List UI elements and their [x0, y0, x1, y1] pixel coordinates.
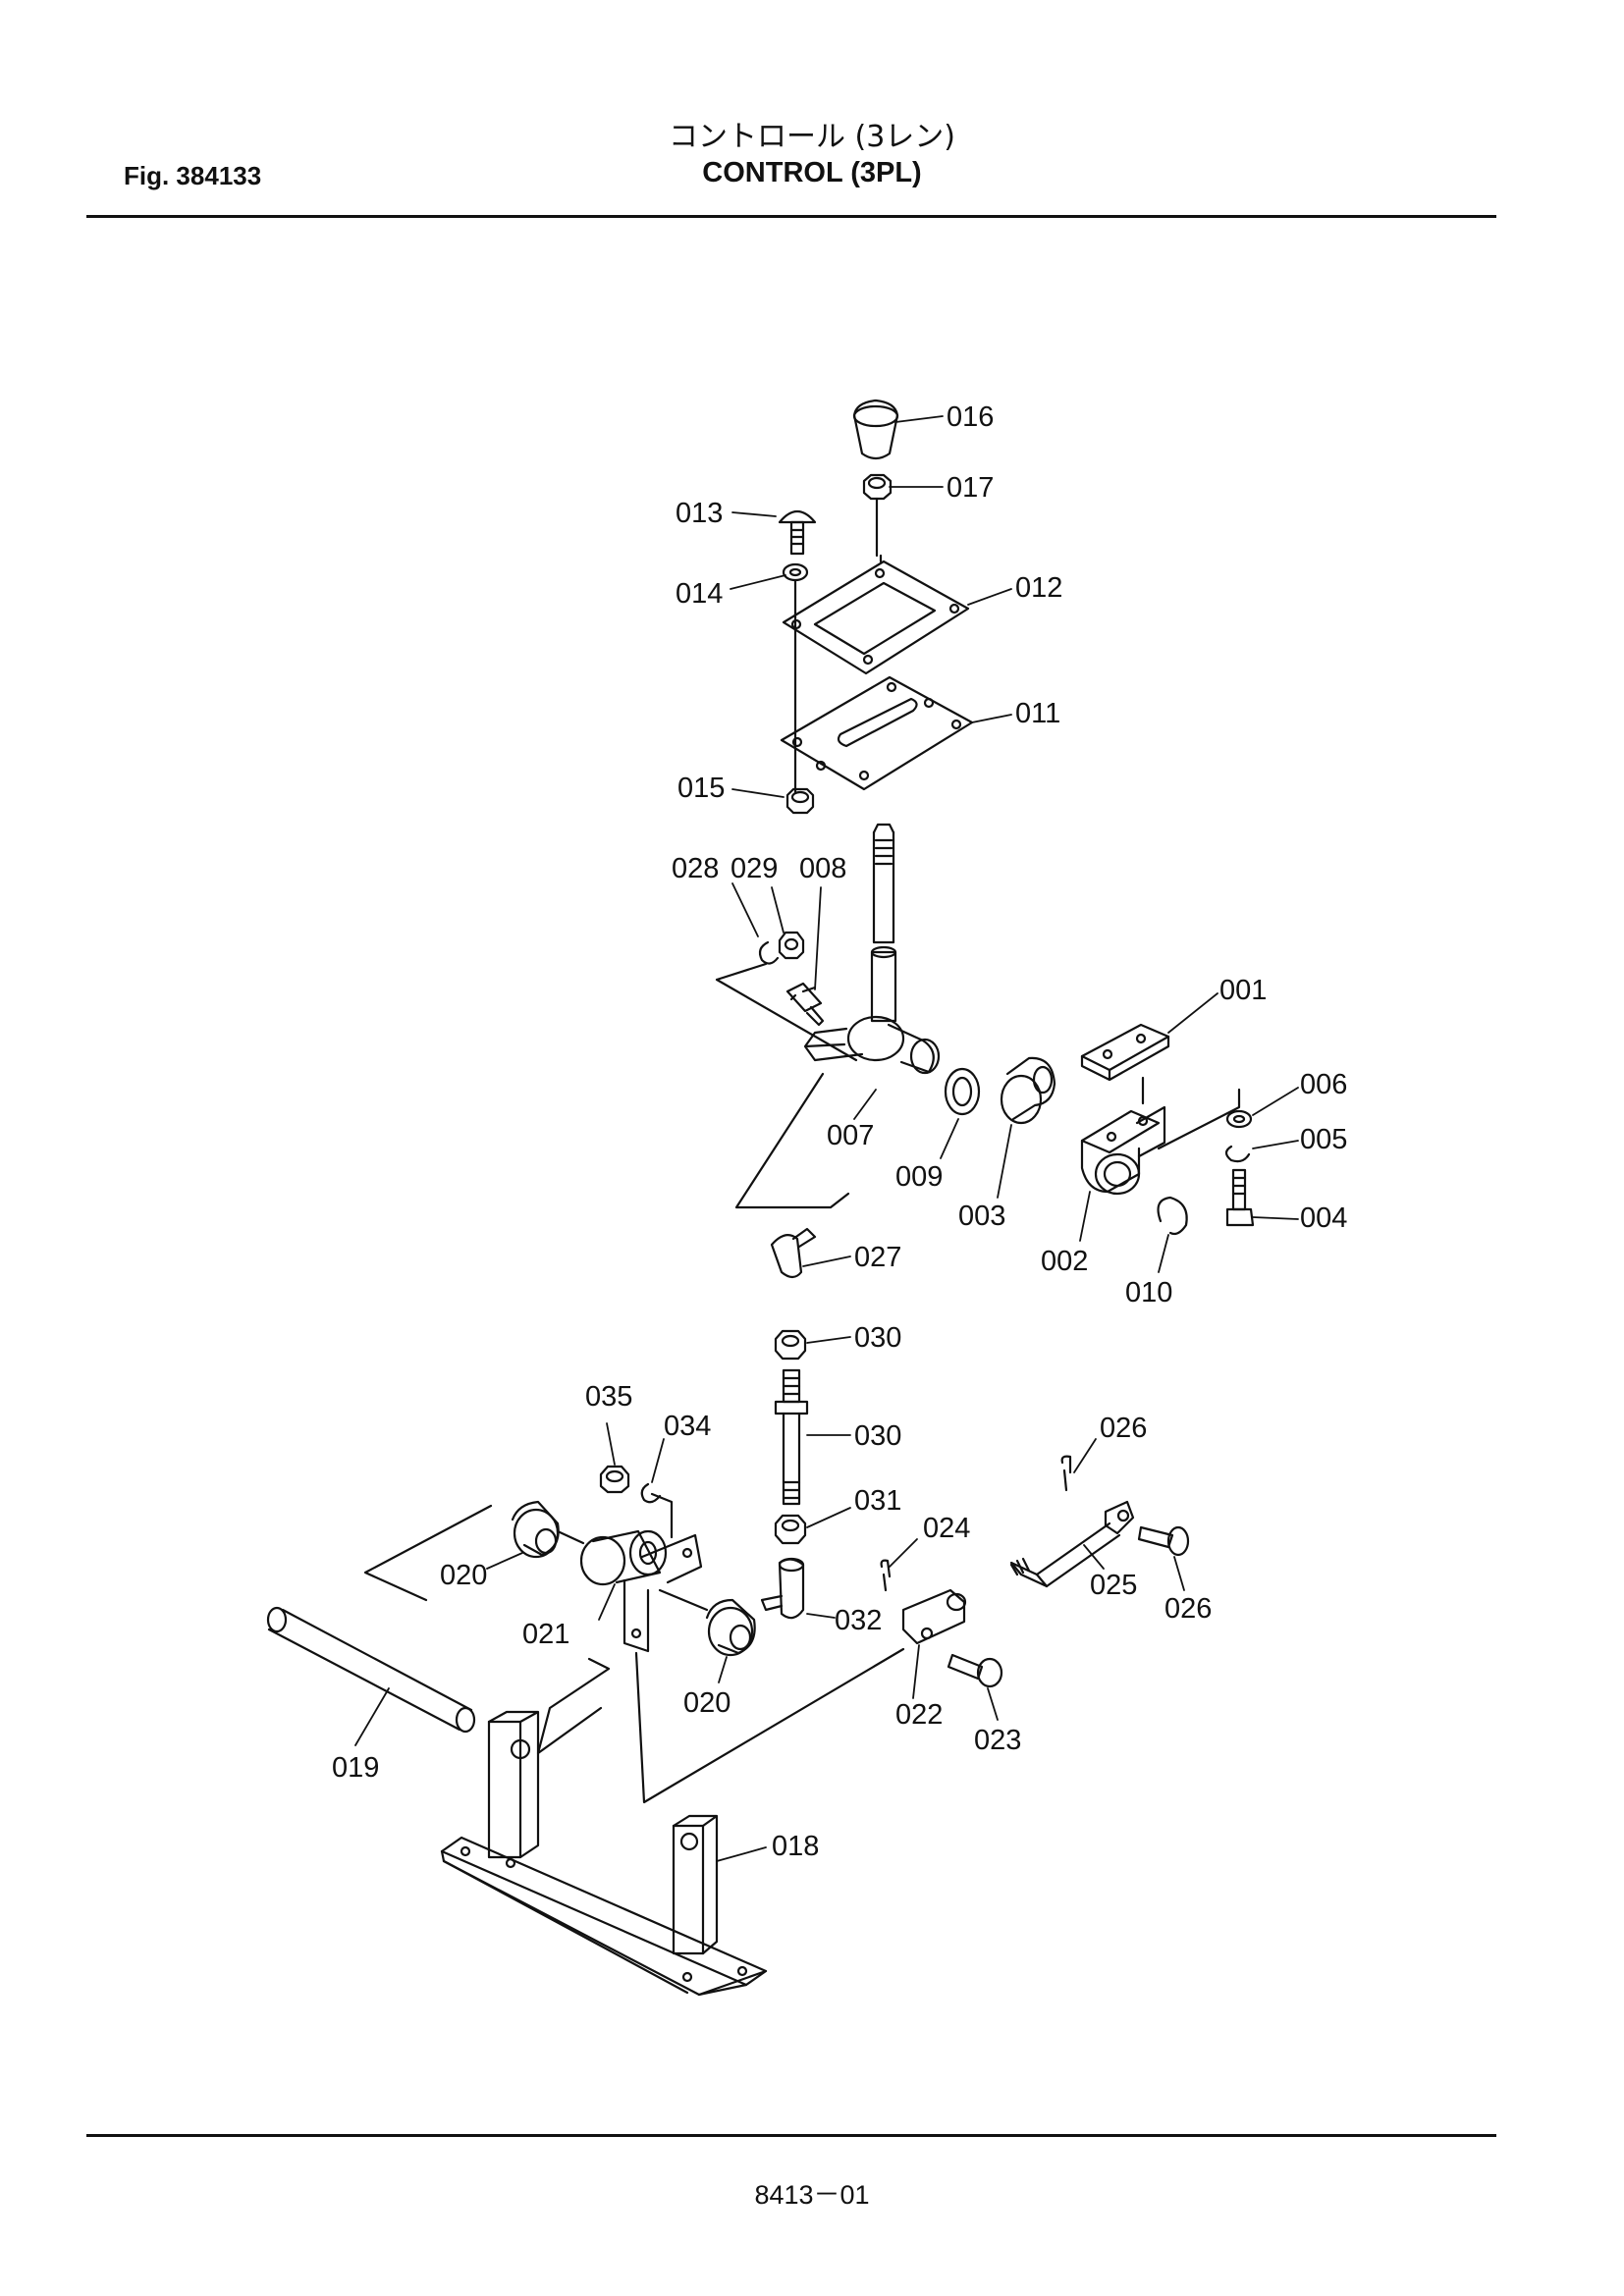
header-rule [86, 215, 1496, 218]
part-label-009: 009 [895, 1161, 943, 1193]
part-label-031: 030 [854, 1420, 901, 1452]
part-label-010: 010 [1125, 1277, 1172, 1308]
part-001-plate [1080, 1023, 1170, 1082]
part-label-029: 028 [672, 853, 719, 884]
part-015-nut [785, 787, 815, 815]
part-label-034: 034 [664, 1411, 711, 1442]
part-024-cotter [880, 1559, 892, 1592]
part-014-washer [782, 562, 809, 582]
footer-rule [86, 2134, 1496, 2137]
part-label-027: 026 [1100, 1413, 1147, 1444]
part-label-015: 015 [677, 773, 725, 804]
assembly-line-028 [734, 1072, 850, 1209]
part-028-balljoint [770, 1227, 817, 1279]
part-020-bushing-lower [705, 1598, 756, 1657]
part-011-plate [780, 675, 974, 791]
part-017-nut [862, 473, 893, 501]
part-label-016: 016 [947, 401, 994, 433]
part-label-032: 031 [854, 1485, 901, 1517]
part-018-base [440, 1710, 768, 1997]
part-010-circlip [1157, 1196, 1188, 1236]
part-label-035: 035 [585, 1381, 632, 1413]
part-label-026: 026 [1164, 1593, 1212, 1625]
part-label-014: 014 [676, 578, 723, 610]
part-labels: 016 017 013 014 012 011 015 028 029 008 … [332, 401, 1347, 1862]
assembly-line-top [793, 497, 883, 795]
part-026-pin [1137, 1525, 1190, 1557]
assembly-line-008 [715, 962, 858, 1062]
assembly-line-022 [634, 1647, 905, 1804]
assembly-line-002 [1157, 1088, 1241, 1150]
part-034-clip [640, 1482, 662, 1504]
part-002-bracket [1080, 1105, 1166, 1196]
part-021-arm [579, 1529, 703, 1653]
part-label-004: 004 [1300, 1202, 1347, 1234]
page-code: 8413－01 [754, 2180, 870, 2210]
part-027-cotter [1060, 1455, 1072, 1492]
part-022-clevis [901, 1588, 967, 1645]
part-025-rod [1009, 1500, 1135, 1588]
part-007-lever [803, 823, 941, 1075]
part-006-washer [1225, 1109, 1253, 1129]
part-label-002: 002 [1041, 1246, 1088, 1277]
part-033-balljoint [760, 1557, 805, 1620]
part-004-bolt [1225, 1168, 1255, 1227]
part-label-012: 012 [1015, 572, 1062, 604]
part-label-020-upper: 020 [440, 1560, 487, 1591]
part-label-021: 021 [522, 1619, 569, 1650]
part-label-030-upper: 029 [731, 853, 778, 884]
page-title: CONTROL (3PL) [702, 157, 922, 188]
part-label-013: 013 [676, 498, 723, 529]
part-label-030-lower: 030 [854, 1322, 901, 1354]
part-label-011: 011 [1015, 698, 1060, 729]
part-023-pin [947, 1653, 1003, 1688]
assembly-line-020 [363, 1504, 709, 1612]
part-016-knob [852, 399, 899, 460]
part-label-003: 003 [958, 1201, 1005, 1232]
part-label-017: 017 [947, 472, 994, 504]
part-label-007: 007 [827, 1120, 874, 1151]
part-label-023: 023 [974, 1725, 1021, 1756]
part-label-008: 008 [799, 853, 846, 884]
part-005-lockwasher [1224, 1145, 1251, 1163]
part-label-025: 025 [1090, 1570, 1137, 1601]
part-029-clip [758, 940, 780, 965]
leader-lines [354, 415, 1299, 1862]
part-009-washer [944, 1067, 981, 1116]
part-label-028: 027 [854, 1242, 901, 1273]
part-label-006: 006 [1300, 1069, 1347, 1100]
part-008-fitting [785, 982, 825, 1027]
part-032-nut [774, 1514, 807, 1545]
part-label-001: 001 [1219, 975, 1267, 1006]
part-label-024: 024 [923, 1513, 970, 1544]
part-020-bushing-upper [511, 1500, 560, 1559]
part-019-shaft [266, 1606, 476, 1734]
assembly-line-021 [536, 1657, 611, 1755]
part-030-nut-lower [774, 1329, 807, 1361]
part-035-nut [599, 1465, 630, 1494]
part-030-nut-upper [778, 931, 805, 960]
title-japanese: コントロール (3レン) [668, 120, 956, 154]
part-label-033: 032 [835, 1605, 882, 1636]
part-003-bushing [1000, 1056, 1056, 1125]
part-label-005: 005 [1300, 1124, 1347, 1155]
figure-number: Fig. 384133 [124, 161, 262, 190]
part-012-gasket [782, 560, 970, 675]
part-label-022: 022 [895, 1699, 943, 1731]
assembly-line-034 [650, 1492, 674, 1539]
part-label-018: 018 [772, 1831, 819, 1862]
part-031-rod [774, 1368, 809, 1506]
part-label-020-lower: 020 [683, 1687, 731, 1719]
part-013-screw [778, 509, 817, 556]
part-label-019: 019 [332, 1752, 379, 1784]
